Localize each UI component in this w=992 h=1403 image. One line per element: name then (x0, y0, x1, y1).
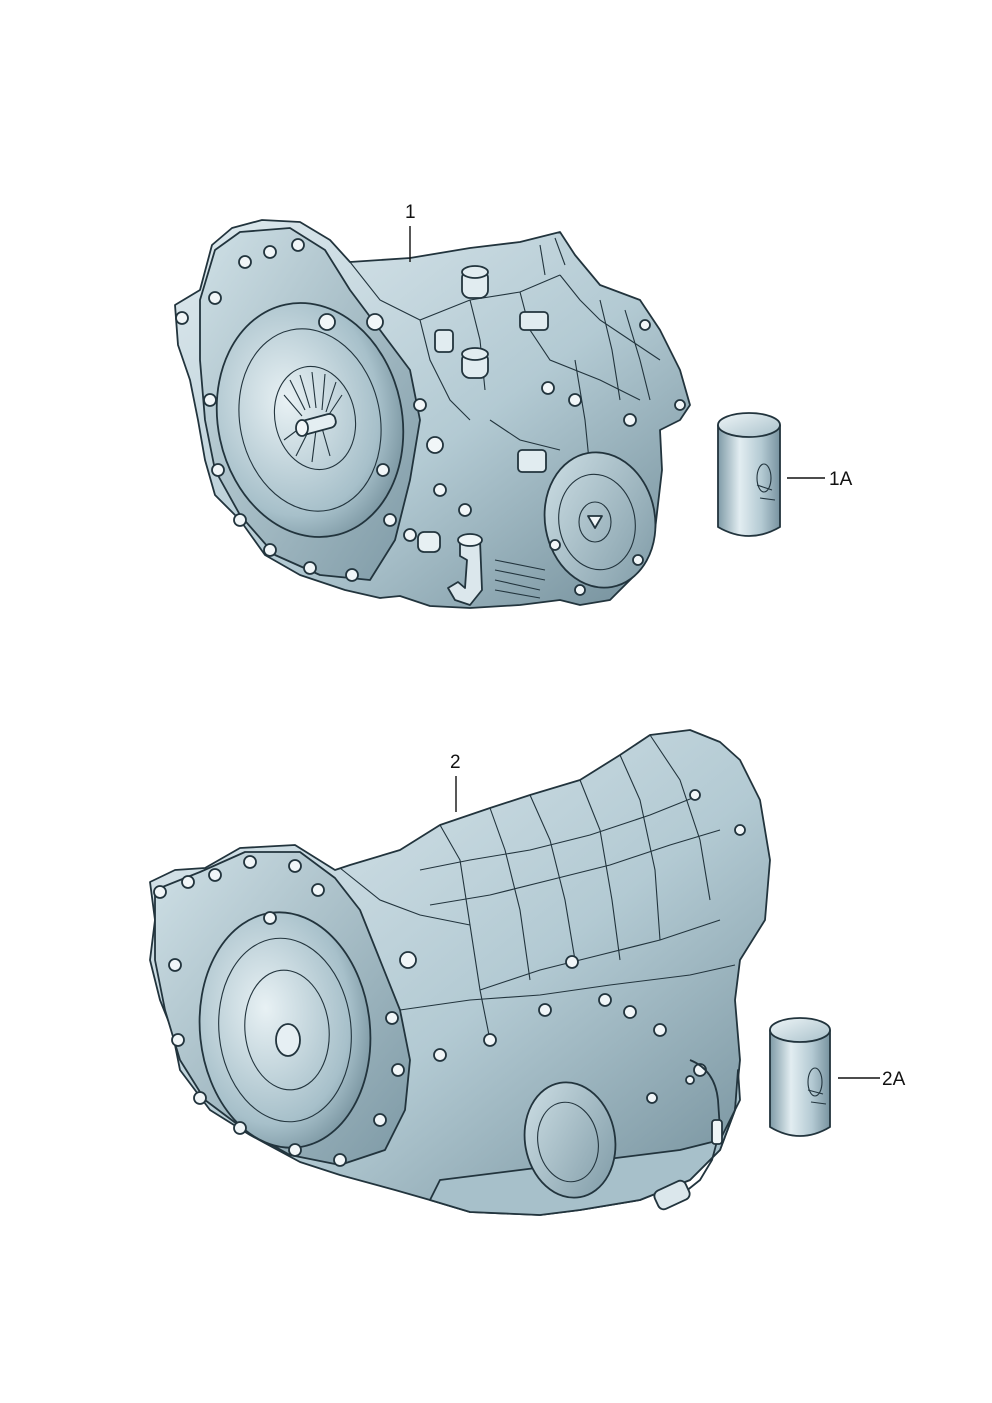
callout-2: 2 (450, 752, 461, 812)
oil-can-1a-illustration (717, 412, 781, 537)
manual-transmission-illustration (174, 219, 691, 609)
callout-1a: 1A (787, 469, 853, 490)
callout-label-1: 1 (405, 202, 416, 223)
callout-label-1a: 1A (829, 469, 853, 490)
callout-label-2a: 2A (882, 1069, 906, 1090)
callout-label-2: 2 (450, 752, 461, 773)
callout-2a: 2A (838, 1069, 906, 1090)
automatic-transmission-illustration (149, 729, 771, 1216)
callout-1: 1 (405, 202, 416, 262)
oil-can-2a-illustration (769, 1017, 831, 1137)
